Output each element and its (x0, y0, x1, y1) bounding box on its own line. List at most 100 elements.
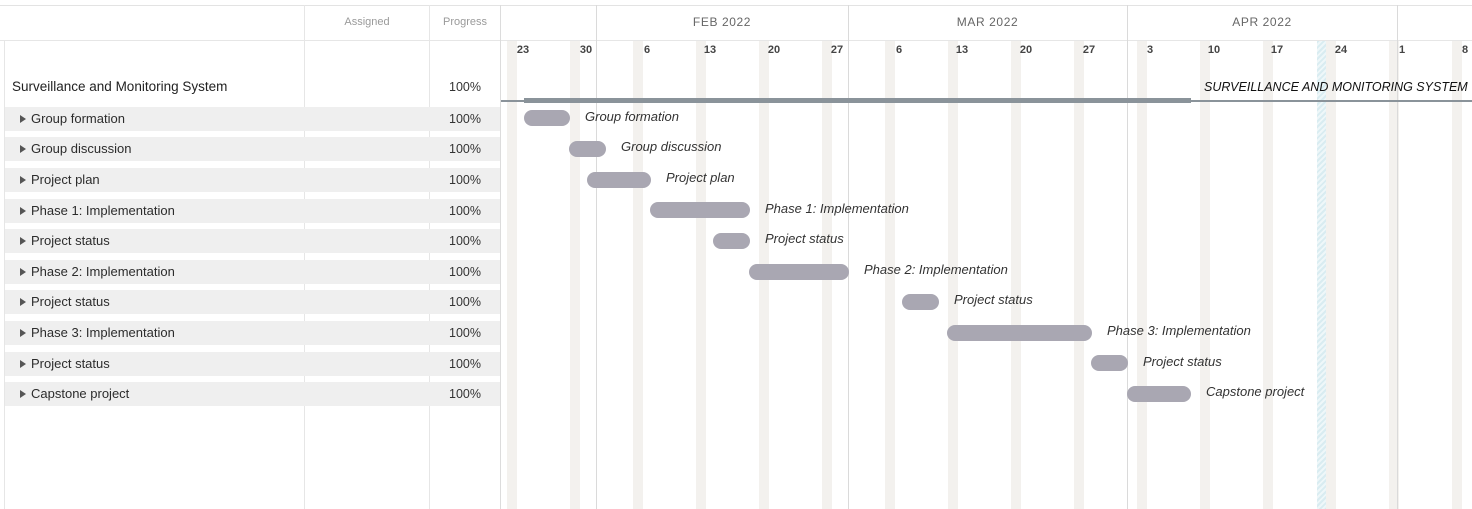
expand-triangle-icon[interactable] (20, 268, 26, 276)
task-bar[interactable] (1091, 355, 1128, 371)
project-name[interactable]: Surveillance and Monitoring System (12, 79, 228, 94)
task-bar-label: Capstone project (1206, 384, 1305, 399)
task-progress: 100% (449, 234, 481, 248)
today-marker (1317, 41, 1326, 509)
column-header-assigned[interactable]: Assigned (344, 16, 390, 28)
week-label: 24 (1334, 44, 1348, 56)
task-bar-label: Project status (765, 231, 844, 246)
timeline-chart[interactable]: FEB 2022 MAR 2022 APR 2022 23 30 6 13 20… (501, 0, 1472, 509)
weekend-band (696, 41, 706, 509)
week-label: 20 (1019, 44, 1033, 56)
task-progress: 100% (449, 265, 481, 279)
task-bar[interactable] (713, 233, 750, 249)
task-name[interactable]: Project status (31, 294, 110, 309)
task-bar-label: Group formation (585, 109, 679, 124)
task-progress: 100% (449, 173, 481, 187)
week-label: 23 (516, 44, 530, 56)
task-progress: 100% (449, 387, 481, 401)
task-row[interactable]: Phase 2: Implementation 100% (5, 260, 500, 284)
month-label-feb: FEB 2022 (692, 15, 752, 29)
expand-triangle-icon[interactable] (20, 207, 26, 215)
expand-triangle-icon[interactable] (20, 360, 26, 368)
week-label: 6 (895, 44, 903, 56)
month-separator (1397, 5, 1398, 509)
weekend-band (1200, 41, 1210, 509)
month-separator (596, 5, 597, 509)
task-progress: 100% (449, 204, 481, 218)
top-border (0, 5, 1472, 6)
week-label: 27 (1082, 44, 1096, 56)
task-name[interactable]: Phase 1: Implementation (31, 203, 175, 218)
week-label: 13 (955, 44, 969, 56)
task-bar[interactable] (650, 202, 750, 218)
task-bar[interactable] (1127, 386, 1191, 402)
month-label-mar: MAR 2022 (956, 15, 1019, 29)
task-row[interactable]: Project status 100% (5, 352, 500, 376)
task-row[interactable]: Project plan 100% (5, 168, 500, 192)
month-separator (1127, 5, 1128, 509)
task-bar-label: Phase 2: Implementation (864, 262, 1008, 277)
task-bar-label: Group discussion (621, 139, 722, 154)
week-label: 20 (767, 44, 781, 56)
task-name[interactable]: Project status (31, 356, 110, 371)
task-name[interactable]: Phase 2: Implementation (31, 264, 175, 279)
expand-triangle-icon[interactable] (20, 237, 26, 245)
weekend-band (1452, 41, 1462, 509)
task-bar[interactable] (569, 141, 606, 157)
task-name[interactable]: Group formation (31, 111, 125, 126)
week-label: 10 (1207, 44, 1221, 56)
task-name[interactable]: Group discussion (31, 141, 132, 156)
expand-triangle-icon[interactable] (20, 176, 26, 184)
expand-triangle-icon[interactable] (20, 145, 26, 153)
task-row[interactable]: Group discussion 100% (5, 137, 500, 161)
project-summary-bar[interactable] (524, 98, 1191, 103)
week-label: 27 (830, 44, 844, 56)
project-summary-label: Surveillance and Monitoring System (1204, 80, 1468, 94)
task-row[interactable]: Group formation 100% (5, 107, 500, 131)
task-name[interactable]: Capstone project (31, 386, 130, 401)
timeline-header-divider (501, 40, 1472, 41)
expand-triangle-icon[interactable] (20, 390, 26, 398)
week-label: 1 (1398, 44, 1406, 56)
month-label-apr: APR 2022 (1232, 15, 1292, 29)
task-bar-label: Phase 3: Implementation (1107, 323, 1251, 338)
task-bar[interactable] (749, 264, 849, 280)
task-bar[interactable] (902, 294, 939, 310)
week-label: 13 (703, 44, 717, 56)
task-progress: 100% (449, 326, 481, 340)
expand-triangle-icon[interactable] (20, 329, 26, 337)
week-label: 6 (643, 44, 651, 56)
weekend-band (507, 41, 517, 509)
weekend-band (633, 41, 643, 509)
task-bar-label: Project status (1143, 354, 1222, 369)
task-name[interactable]: Project plan (31, 172, 100, 187)
task-bar[interactable] (524, 110, 570, 126)
expand-triangle-icon[interactable] (20, 298, 26, 306)
task-row[interactable]: Project status 100% (5, 290, 500, 314)
weekend-band (1326, 41, 1336, 509)
task-name[interactable]: Phase 3: Implementation (31, 325, 175, 340)
task-row[interactable]: Phase 3: Implementation 100% (5, 321, 500, 345)
task-name[interactable]: Project status (31, 233, 110, 248)
grid-divider-progress (429, 5, 430, 509)
task-bar-label: Phase 1: Implementation (765, 201, 909, 216)
grid-header-divider (0, 40, 500, 41)
task-bar[interactable] (587, 172, 651, 188)
task-bar-label: Project plan (666, 170, 735, 185)
weekend-band (885, 41, 895, 509)
grid-left-border (4, 40, 5, 509)
task-row[interactable]: Project status 100% (5, 229, 500, 253)
column-header-progress[interactable]: Progress (442, 16, 488, 28)
weekend-band (1263, 41, 1273, 509)
expand-triangle-icon[interactable] (20, 115, 26, 123)
project-row[interactable]: Surveillance and Monitoring System 100% (5, 75, 500, 99)
task-bar[interactable] (947, 325, 1092, 341)
weekend-band (1074, 41, 1084, 509)
task-row[interactable]: Phase 1: Implementation 100% (5, 199, 500, 223)
task-row[interactable]: Capstone project 100% (5, 382, 500, 406)
grid-divider-timeline[interactable] (500, 5, 501, 509)
week-label: 30 (579, 44, 593, 56)
weekend-band (1011, 41, 1021, 509)
week-label: 8 (1461, 44, 1469, 56)
month-separator (848, 5, 849, 509)
